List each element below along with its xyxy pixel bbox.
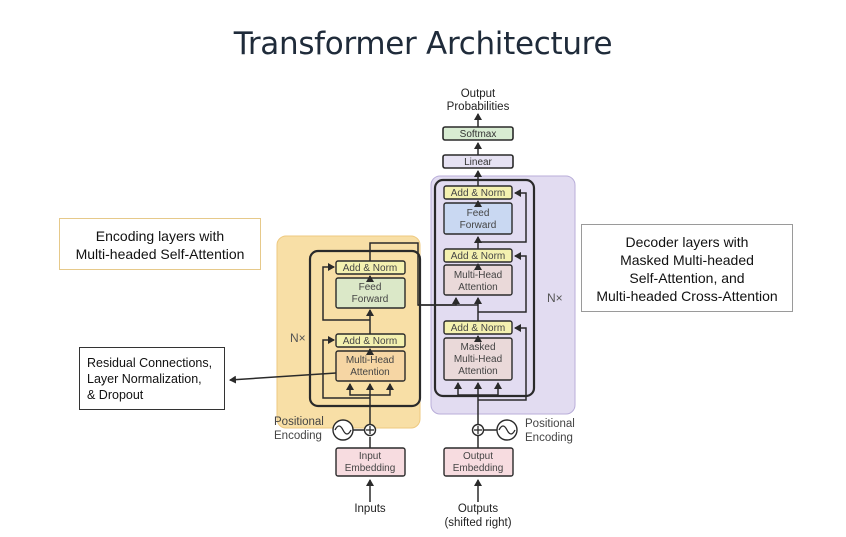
residual-callout: Residual Connections, Layer Normalizatio… bbox=[79, 347, 225, 410]
add-circle-left-icon bbox=[363, 423, 377, 437]
encoder-nx-label: N× bbox=[290, 331, 306, 345]
svg-text:Multi-Head: Multi-Head bbox=[454, 270, 502, 281]
decoder-stack-outline bbox=[433, 178, 536, 398]
svg-text:Encoding: Encoding bbox=[525, 432, 573, 444]
inputs-label: Inputs bbox=[354, 503, 386, 515]
encoder-callout: Encoding layers with Multi-headed Self-A… bbox=[59, 218, 261, 270]
svg-text:Add & Norm: Add & Norm bbox=[451, 188, 505, 199]
positional-encoding-right-label: Positional bbox=[525, 418, 575, 430]
positional-encoding-right-icon bbox=[496, 419, 518, 441]
svg-text:Multi-Head: Multi-Head bbox=[454, 354, 502, 365]
positional-encoding-left-icon bbox=[332, 419, 354, 441]
svg-text:Encoding: Encoding bbox=[274, 430, 322, 442]
svg-text:Attention: Attention bbox=[458, 366, 497, 377]
svg-text:Output: Output bbox=[463, 451, 493, 462]
svg-text:Add & Norm: Add & Norm bbox=[451, 251, 505, 262]
svg-text:Masked: Masked bbox=[460, 342, 495, 353]
svg-text:Input: Input bbox=[359, 451, 381, 462]
svg-text:Add & Norm: Add & Norm bbox=[343, 336, 397, 347]
svg-text:Probabilities: Probabilities bbox=[447, 101, 510, 113]
svg-text:Forward: Forward bbox=[460, 220, 497, 231]
outputs-label: Outputs bbox=[458, 503, 499, 515]
encoder-stack-outline bbox=[308, 249, 422, 408]
svg-text:Add & Norm: Add & Norm bbox=[343, 263, 397, 274]
svg-text:Multi-Head: Multi-Head bbox=[346, 355, 394, 366]
svg-text:Output: Output bbox=[461, 88, 496, 100]
output-probabilities-label: Output Probabilities bbox=[447, 88, 510, 113]
svg-text:Add & Norm: Add & Norm bbox=[451, 323, 505, 334]
decoder-nx-label: N× bbox=[547, 291, 563, 305]
connector-lines bbox=[229, 113, 527, 502]
add-circle-right-icon bbox=[471, 423, 485, 437]
svg-text:Attention: Attention bbox=[458, 282, 497, 293]
svg-text:Embedding: Embedding bbox=[345, 463, 396, 474]
slide-title: Transformer Architecture bbox=[233, 26, 613, 62]
positional-encoding-left-label: Positional bbox=[274, 416, 324, 428]
svg-text:Embedding: Embedding bbox=[453, 463, 504, 474]
svg-text:Attention: Attention bbox=[350, 367, 389, 378]
svg-text:Feed: Feed bbox=[359, 282, 382, 293]
linear-label: Linear bbox=[464, 157, 492, 168]
svg-text:Feed: Feed bbox=[467, 208, 490, 219]
outputs-shifted-label: (shifted right) bbox=[444, 517, 511, 529]
svg-text:Forward: Forward bbox=[352, 294, 389, 305]
softmax-label: Softmax bbox=[460, 129, 497, 140]
decoder-callout: Decoder layers with Masked Multi-headed … bbox=[581, 224, 793, 312]
